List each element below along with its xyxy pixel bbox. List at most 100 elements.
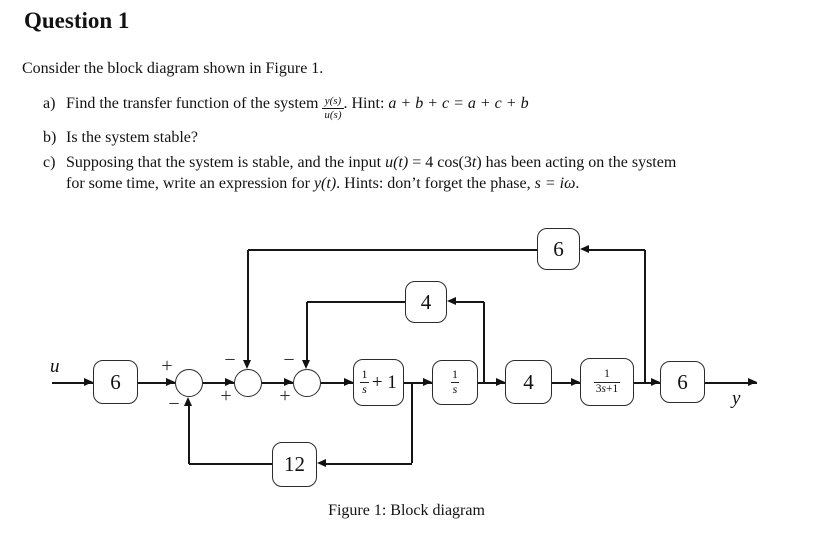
wire-output [705, 382, 757, 384]
block-gain-4: 4 [505, 360, 552, 404]
sum3-minus-sign: − [283, 349, 295, 371]
wire-fb6-down-to-sum2 [247, 250, 249, 360]
arrowhead-into-int1 [344, 378, 353, 386]
item-c-line1-text3: ) has been acting on the system [476, 154, 677, 171]
fraction-denominator: u(s) [322, 108, 344, 122]
wire-sum1-to-sum2 [203, 382, 234, 384]
arrowhead-into-fb6 [580, 245, 589, 253]
fraction-numerator: y(s) [324, 95, 342, 107]
arrowhead-into-fb4 [447, 297, 456, 305]
item-c-line2-text3: . [575, 175, 580, 192]
wire-pregain-to-sum1 [138, 382, 175, 384]
item-c-line2-text1: for some time, write an expression for [66, 175, 314, 192]
wire-int1-to-int2 [404, 382, 432, 384]
item-b-text: Is the system stable? [66, 129, 198, 146]
sum1-plus-sign: + [161, 355, 173, 377]
wire-fb4-out [307, 301, 405, 303]
item-b-label: b) [43, 129, 57, 146]
sum-junction-3 [293, 369, 321, 397]
arrowhead-output [748, 378, 757, 386]
output-signal-label: y [732, 388, 741, 409]
wire-sum2-to-sum3 [262, 382, 293, 384]
wire-sum3-to-int1 [321, 382, 353, 384]
wire-into-fb6 [589, 249, 645, 251]
arrowhead-fb6-into-sum2 [243, 360, 251, 369]
arrowhead-fb12-into-sum1 [184, 397, 192, 406]
item-c-t-math: t [471, 154, 477, 171]
question-item-b: b) Is the system stable? [43, 129, 198, 147]
int1-suffix: + 1 [371, 371, 397, 393]
wire-into-fb4 [456, 301, 484, 303]
arrowhead-into-sum1 [166, 378, 175, 386]
den-s: s [601, 382, 606, 395]
wire-firstorder-to-outgain [634, 382, 660, 384]
block-feedback-gain-4: 4 [405, 281, 447, 323]
arrowhead-into-sum2 [225, 378, 234, 386]
arrowhead-into-firstorder [571, 378, 580, 386]
item-c-label: c) [43, 154, 56, 171]
item-c-phase-math: s = iω [534, 175, 576, 192]
firstorder-denominator: 3s+1 [593, 381, 621, 396]
sum-junction-2 [234, 369, 262, 397]
wire-fb12-out [189, 463, 272, 465]
wire-tap-to-fb4 [483, 302, 485, 382]
sum3-plus-sign: + [279, 385, 291, 407]
arrowhead-into-outgain [651, 378, 660, 386]
wire-input [52, 382, 93, 384]
sum-junction-1 [175, 369, 203, 397]
int2-numerator: 1 [451, 367, 458, 382]
item-a-label: a) [43, 95, 56, 113]
wire-gain4-to-firstorder [552, 382, 580, 384]
wire-fb4-down-to-sum3 [306, 302, 308, 360]
arrowhead-into-fb12 [317, 459, 326, 467]
wire-into-fb12 [326, 463, 412, 465]
wire-fb6-out [248, 249, 537, 251]
item-c-input-math: u(t) [385, 154, 409, 171]
item-a-text1: Find the transfer function of the system [66, 95, 323, 113]
item-c-line1-text2: = 4 cos(3 [408, 154, 472, 171]
item-c-line2-text2: . Hints: don’t forget the phase, [336, 175, 535, 192]
wire-int2-to-gain4 [478, 382, 505, 384]
den-tail: +1 [605, 382, 619, 395]
arrowhead-into-gain4 [496, 378, 505, 386]
figure-caption: Figure 1: Block diagram [328, 502, 485, 519]
int1-numerator: 1 [361, 367, 368, 382]
den-coeff: 3 [595, 382, 602, 395]
int1-denominator: s [360, 382, 369, 396]
arrowhead-into-int2 [423, 378, 432, 386]
item-c-line2: for some time, write an expression for y… [66, 173, 676, 194]
block-feedback-gain-6: 6 [537, 228, 580, 270]
sum2-plus-sign: + [220, 385, 232, 407]
item-c-yt-math: y(t) [313, 175, 337, 192]
item-a-text2: . Hint: [343, 95, 389, 113]
wire-tap-to-fb6 [644, 250, 646, 382]
block-out-gain-6: 6 [660, 361, 705, 403]
intro-text: Consider the block diagram shown in Figu… [22, 60, 324, 77]
arrowhead-into-pre-gain [84, 378, 93, 386]
question-item-a: a) Find the transfer function of the syst… [43, 95, 529, 122]
block-feedback-gain-12: 12 [272, 442, 317, 487]
firstorder-numerator: 1 [604, 368, 610, 381]
arrowhead-fb4-into-sum3 [302, 360, 310, 369]
item-a-hint-math: a + b + c = a + c + b [388, 95, 529, 113]
item-c-line1: c) Supposing that the system is stable, a… [43, 152, 676, 173]
int2-denominator: s [450, 382, 460, 396]
wire-tap-to-fb12 [411, 383, 413, 463]
input-signal-label: u [50, 356, 60, 377]
transfer-function-fraction: y(s)u(s) [322, 95, 344, 122]
block-pre-gain-6: 6 [93, 360, 138, 404]
sum2-minus-sign: − [224, 349, 236, 371]
sum1-minus-sign: − [168, 393, 180, 415]
question-heading: Question 1 [24, 8, 130, 33]
item-c-line1-text1: Supposing that the system is stable, and… [66, 154, 386, 171]
question-item-c: c) Supposing that the system is stable, a… [43, 152, 676, 194]
arrowhead-into-sum3 [284, 378, 293, 386]
